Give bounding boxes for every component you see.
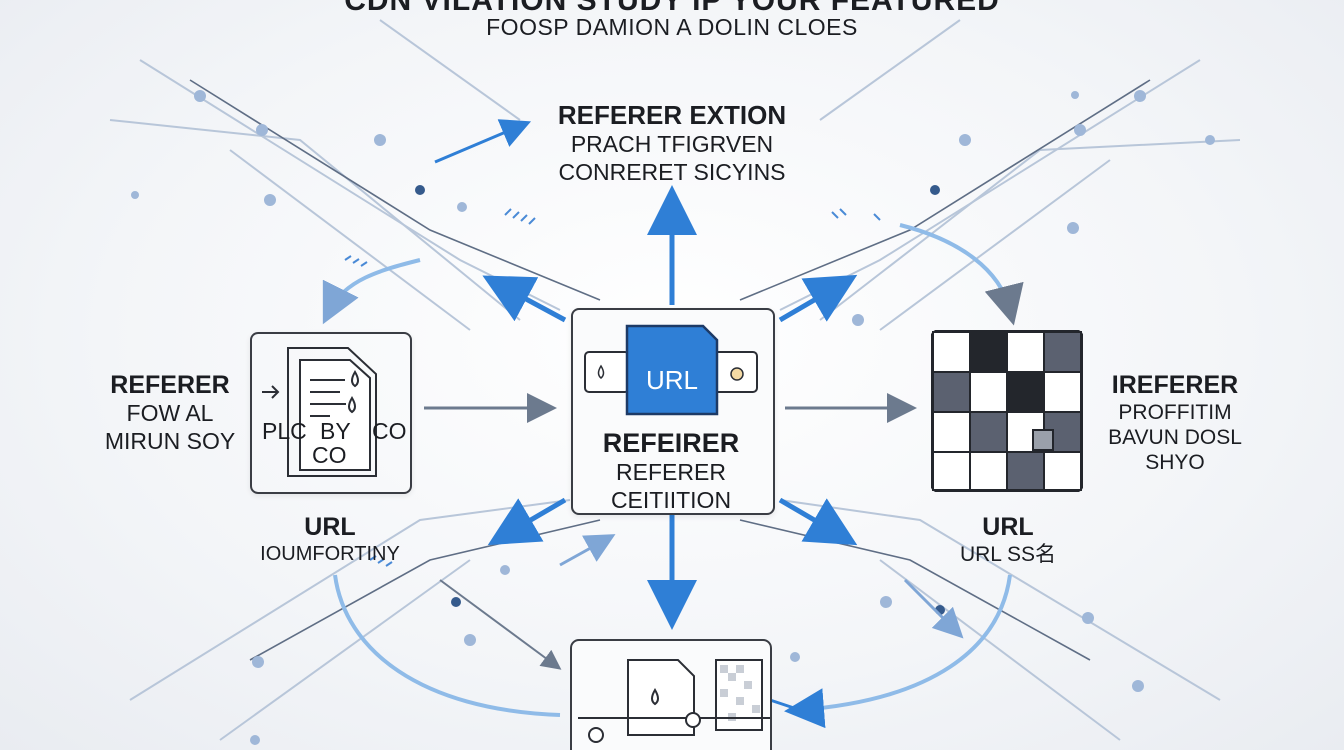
tick-marks [344, 208, 881, 567]
main-arrows [434, 119, 858, 712]
right-label-heading: IREFERER [1111, 371, 1239, 399]
top-label-line1: PRACH TFIGRVEN [570, 131, 774, 158]
url-connector-icon [584, 324, 758, 416]
page-title: CDN VILATION STUDY IP YOUR FEATURED [344, 0, 1000, 17]
center-label-heading: REFEIRER [602, 428, 740, 458]
left-card-text-co1: CO [372, 418, 407, 444]
node-dots [131, 90, 1215, 745]
circuit-lines [109, 19, 1241, 741]
right-bottom-label-heading: URL [982, 513, 1034, 541]
left-card [250, 332, 412, 494]
right-bottom-label: URL URL SS名 [908, 512, 1108, 567]
right-label-line2: BAVUN DOSL [1108, 426, 1242, 450]
right-label-line3: SHYO [1145, 451, 1205, 475]
left-label-heading: REFERER [110, 371, 230, 399]
pixel-grid-icon [931, 330, 1083, 492]
url-badge: URL [645, 365, 698, 395]
right-label: IREFERER PROFFITIM BAVUN DOSL SHYO [1075, 370, 1275, 476]
page-subtitle: FOOSP DAMION A DOLIN CLOES [486, 14, 858, 40]
left-label-line1: FOW AL [126, 400, 214, 426]
left-bottom-label-heading: URL [304, 513, 356, 541]
left-bottom-label: URL IOUMFORTINY [230, 512, 430, 566]
bottom-card-icons [570, 639, 772, 750]
center-label-line1: REFERER [616, 459, 726, 486]
left-card-text-plc: PLC [262, 418, 307, 444]
left-card-text-by: BY [320, 418, 351, 444]
center-label: REFEIRER REFERER CEITIITION [571, 427, 771, 515]
top-label: REFERER EXTION PRACH TFIGRVEN CONRERET S… [522, 100, 822, 186]
document-icon [262, 347, 377, 477]
left-label-line2: MIRUN SOY [104, 427, 236, 454]
curved-arrows [322, 223, 1024, 729]
center-label-line2: CEITIITION [610, 486, 732, 513]
left-bottom-label-line1: IOUMFORTINY [260, 543, 400, 565]
right-bottom-label-line1: URL SS名 [959, 543, 1057, 566]
top-label-line2: CONRERET SICYINS [558, 158, 786, 185]
left-card-text-co2: CO [312, 442, 347, 468]
right-label-line1: PROFFITIM [1118, 401, 1232, 424]
top-label-heading: REFERER EXTION [557, 100, 787, 130]
left-label: REFERER FOW AL MIRUN SOY [70, 370, 270, 455]
